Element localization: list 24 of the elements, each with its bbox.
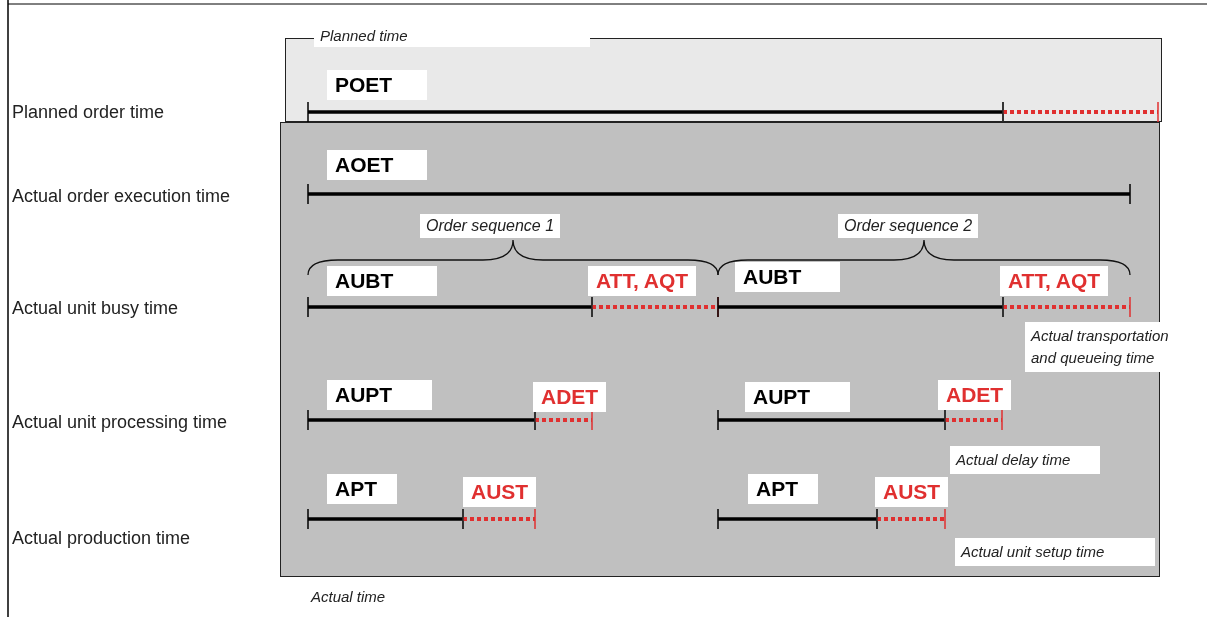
sequence-label: Order sequence 2 (838, 214, 979, 238)
time-label: POET (327, 70, 427, 100)
time-label: AUPT (745, 382, 850, 412)
sequence-label: Order sequence 1 (420, 214, 561, 238)
note-label: Actual unit setup time (955, 538, 1155, 566)
time-label: ADET (533, 382, 607, 412)
time-label: ADET (938, 380, 1012, 410)
time-label: ATT, AQT (588, 266, 697, 296)
time-label: ATT, AQT (1000, 266, 1109, 296)
time-label: AUBT (327, 266, 437, 296)
row-label: Planned order time (12, 101, 166, 124)
time-label: AUPT (327, 380, 432, 410)
time-label: AUST (463, 477, 537, 507)
time-label: AUBT (735, 262, 840, 292)
row-label: Actual unit processing time (12, 411, 229, 434)
row-label: Actual order execution time (12, 185, 232, 208)
row-label: Actual production time (12, 527, 192, 550)
note-label: Actual delay time (950, 446, 1100, 474)
time-label: APT (327, 474, 397, 504)
row-label: Actual unit busy time (12, 297, 180, 320)
time-label: APT (748, 474, 818, 504)
panel-title: Actual time (311, 587, 386, 607)
time-label: AUST (875, 477, 949, 507)
time-label: AOET (327, 150, 427, 180)
